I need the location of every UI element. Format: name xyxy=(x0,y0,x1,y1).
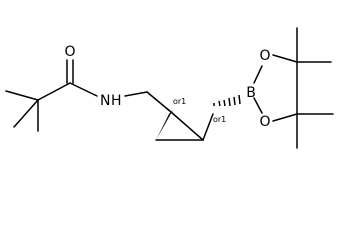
boron-oxygen-bottom-bond xyxy=(253,97,263,114)
cyclopropane-ring: or1 or1 xyxy=(146,91,226,141)
stereo-label-c2: or1 xyxy=(213,115,226,124)
ring-bond-to-c2 xyxy=(202,113,214,141)
amide-group: O N H xyxy=(64,44,148,109)
ring-bond-side xyxy=(170,111,204,141)
stereo-label-c1: or1 xyxy=(173,97,186,106)
quaternary-carbonyl-bond xyxy=(37,82,71,101)
amide-hydrogen-label: H xyxy=(111,93,122,109)
structure-diagram: O N H or1 or1 B O O xyxy=(5,27,334,149)
carbonyl-nitrogen-bond xyxy=(69,82,98,97)
hashed-wedge-bond xyxy=(213,94,241,107)
pinacol-boronate-ring: B O O xyxy=(246,27,334,149)
ring-wedge-bond xyxy=(156,110,173,140)
amide-nitrogen-label: N xyxy=(100,93,110,109)
boron-oxygen-top-bond xyxy=(253,65,263,84)
methylene-ring-bond xyxy=(146,91,172,113)
oxygen-bottom-carbon-bond xyxy=(272,113,298,122)
oxygen-top-carbon-bond xyxy=(272,54,298,63)
boron-label: B xyxy=(246,85,256,101)
ring-oxygen-bottom-label: O xyxy=(259,114,270,130)
tert-butyl-group xyxy=(5,82,71,132)
methyl-bond-2 xyxy=(13,99,39,128)
molecule-drawing: O N H or1 or1 B O O xyxy=(5,27,334,149)
ring-oxygen-top-label: O xyxy=(259,48,270,64)
nitrogen-methylene-bond xyxy=(124,91,148,97)
carbonyl-oxygen-label: O xyxy=(64,44,75,60)
methyl-bond-1 xyxy=(5,90,39,101)
